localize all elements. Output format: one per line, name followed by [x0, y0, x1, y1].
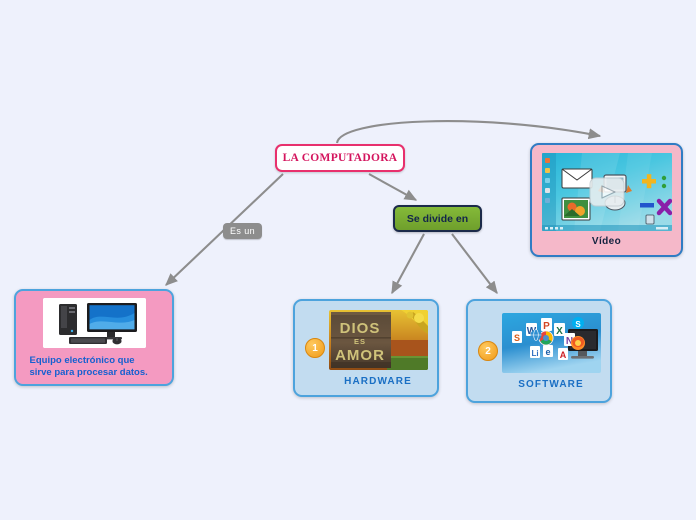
hardware-caption: HARDWARE	[344, 375, 412, 387]
video-thumbnail[interactable]	[541, 153, 672, 231]
definition-caption-line2: sirve para procesar datos.	[29, 366, 148, 378]
svg-text:A: A	[559, 350, 566, 360]
svg-text:e: e	[545, 347, 550, 357]
divide-node-label: Se divide en	[406, 212, 469, 225]
edge-central-to-video	[335, 120, 602, 144]
svg-text:S: S	[575, 320, 581, 329]
hardware-node[interactable]: 1	[293, 299, 439, 397]
software-content: W P X S N e A Li S	[498, 312, 610, 390]
computer-image	[42, 298, 146, 348]
central-topic-node[interactable]: LA COMPUTADORA	[275, 144, 405, 172]
svg-text:AMOR: AMOR	[335, 347, 385, 364]
software-badge: 2	[478, 341, 498, 361]
software-node[interactable]: 2	[466, 299, 612, 403]
svg-text:P: P	[543, 321, 550, 332]
video-node[interactable]: Vídeo	[530, 143, 683, 257]
divide-node[interactable]: Se divide en	[393, 205, 482, 232]
hardware-badge: 1	[305, 338, 325, 358]
svg-text:Li: Li	[531, 349, 538, 358]
hardware-content: DIOS ES AMOR HARDWARE	[325, 309, 437, 387]
definition-caption: Equipo electrónico que sirve para proces…	[22, 355, 167, 379]
video-caption: Vídeo	[591, 236, 622, 247]
central-topic-label: LA COMPUTADORA	[282, 152, 398, 164]
edge-central-to-divide	[368, 173, 418, 201]
svg-text:DIOS: DIOS	[339, 320, 380, 337]
software-image: W P X S N e A Li S	[501, 312, 601, 373]
definition-caption-line1: Equipo electrónico que	[29, 355, 135, 366]
edge-divide-to-hardware	[391, 233, 425, 295]
edge-divide-to-software	[451, 233, 498, 295]
edge-label-es-un[interactable]: Es un	[223, 223, 263, 239]
svg-text:N: N	[565, 336, 572, 347]
svg-text:S: S	[513, 333, 519, 343]
definition-node[interactable]: Equipo electrónico que sirve para proces…	[14, 289, 174, 386]
hardware-image: DIOS ES AMOR	[328, 309, 428, 370]
svg-text:ES: ES	[353, 337, 365, 346]
software-caption: SOFTWARE	[518, 378, 584, 390]
svg-text:X: X	[556, 326, 563, 337]
